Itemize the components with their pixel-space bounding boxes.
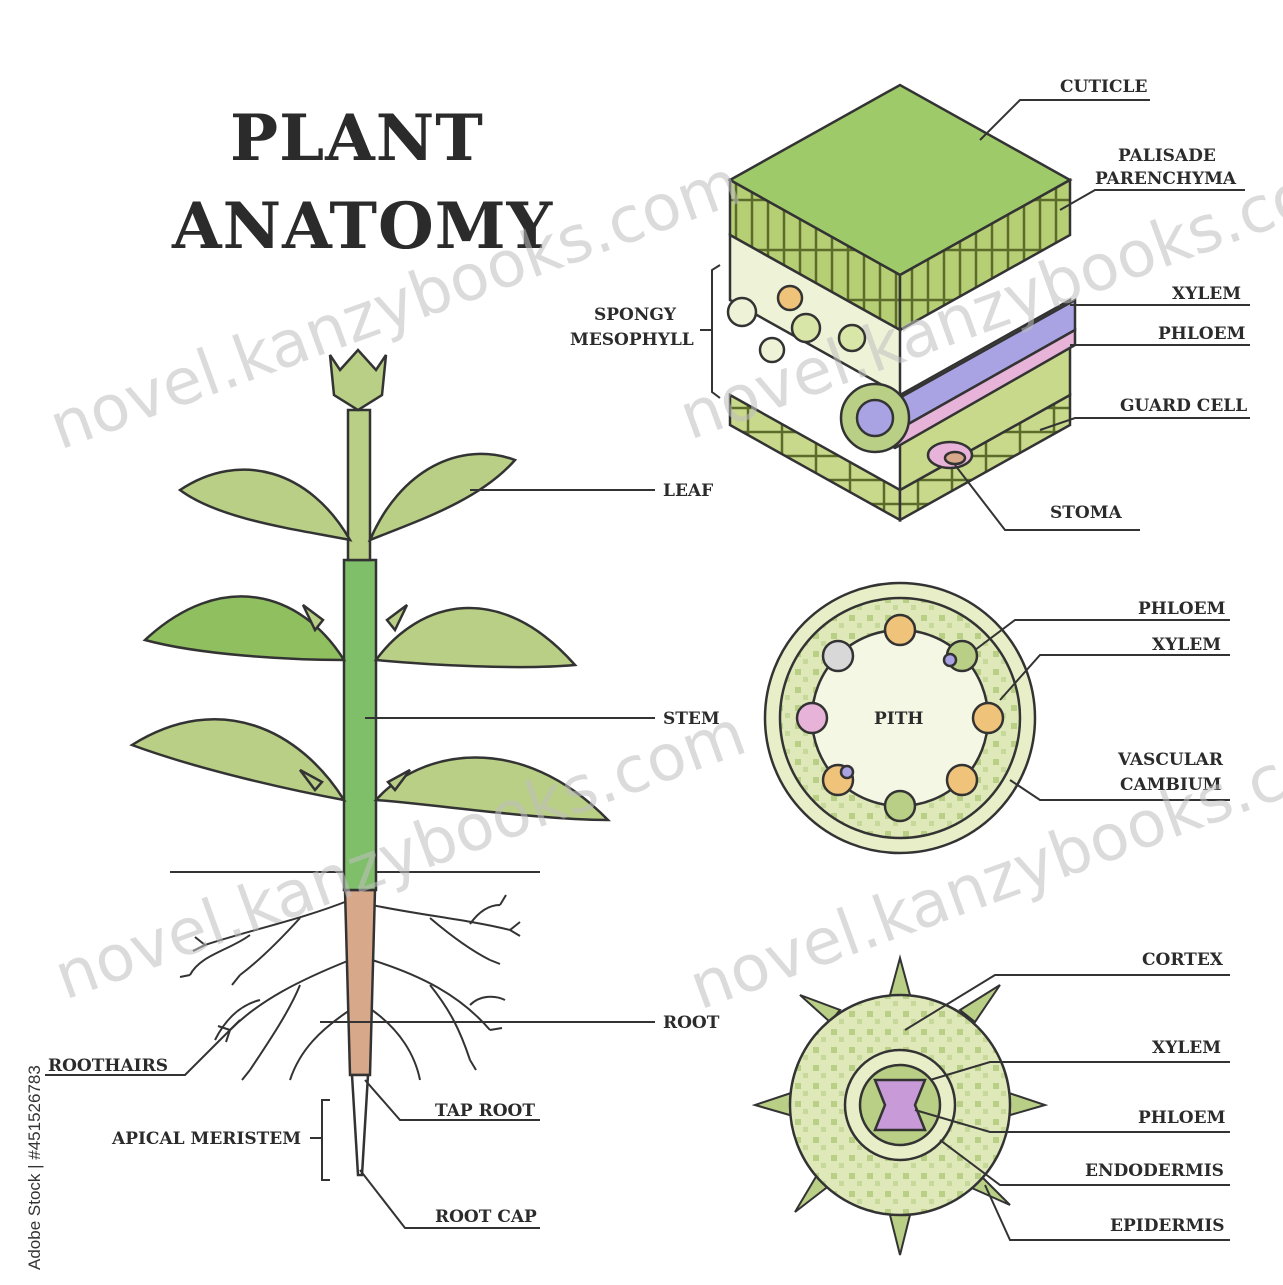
label-apical-meristem: APICAL MERISTEM: [111, 1129, 301, 1149]
root-cross-section: CORTEX XYLEM PHLOEM ENDODERMIS EPIDERMIS: [755, 950, 1230, 1255]
label-tap-root: TAP ROOT: [435, 1101, 535, 1121]
label-leaf-phloem: PHLOEM: [1158, 324, 1246, 344]
stem-upper: [348, 410, 370, 560]
label-guard-cell: GUARD CELL: [1120, 396, 1247, 416]
stoma-opening: [945, 452, 965, 464]
label-stem-phloem: PHLOEM: [1138, 599, 1226, 619]
label-root-phloem: PHLOEM: [1138, 1108, 1226, 1128]
label-root-hairs: ROOTHAIRS: [48, 1056, 168, 1076]
label-spongy-2: MESOPHYLL: [570, 330, 694, 350]
root-cap: [352, 1075, 368, 1175]
label-cuticle: CUTICLE: [1060, 77, 1147, 97]
title-line-1: PLANT: [230, 101, 484, 176]
label-leaf-xylem: XYLEM: [1172, 284, 1241, 304]
label-root-cap: ROOT CAP: [435, 1207, 537, 1227]
watermarks: novel.kanzybooks.com novel.kanzybooks.co…: [40, 136, 1283, 1025]
label-stem-xylem: XYLEM: [1152, 635, 1221, 655]
tap-root: [345, 890, 375, 1075]
label-epidermis: EPIDERMIS: [1110, 1216, 1225, 1236]
label-palisade-1: PALISADE: [1118, 146, 1216, 166]
label-stoma: STOMA: [1050, 503, 1123, 523]
stock-credit: Adobe Stock | #451526783: [25, 1065, 44, 1270]
label-leaf: LEAF: [663, 481, 713, 501]
label-root-xylem: XYLEM: [1152, 1038, 1221, 1058]
leaf-mid-right: [376, 608, 575, 667]
label-endodermis: ENDODERMIS: [1085, 1161, 1224, 1181]
leaf-upper-right: [370, 454, 515, 540]
label-cortex: CORTEX: [1142, 950, 1224, 970]
label-spongy-1: SPONGY: [594, 305, 677, 325]
label-pith: PITH: [874, 709, 923, 729]
leaf-upper-left: [180, 470, 350, 540]
